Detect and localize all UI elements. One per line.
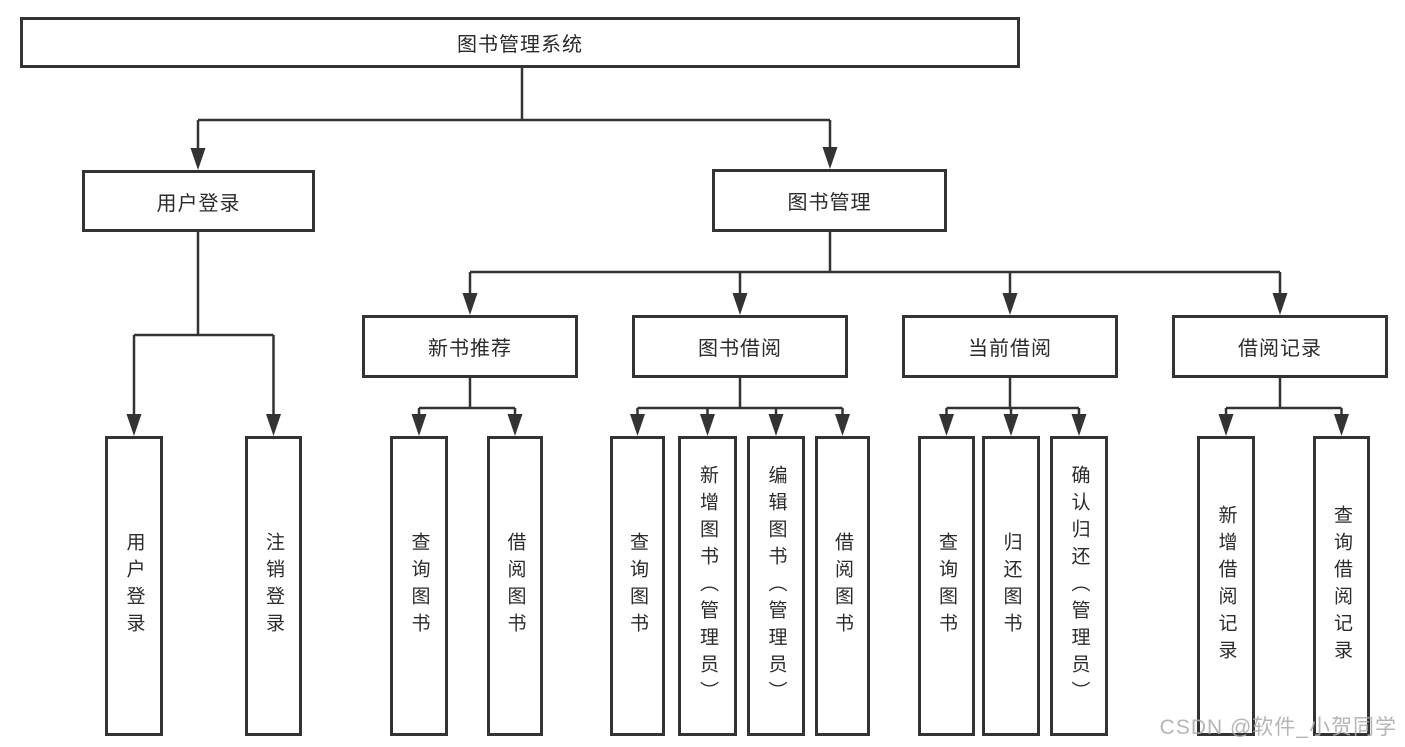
- leaf-label: 归还图书: [1000, 532, 1022, 640]
- leaf-label: 借阅图书: [504, 532, 526, 640]
- leaf-edit-books-admin: 编辑图书（管理员）: [747, 436, 805, 736]
- leaf-label: 注销登录: [263, 532, 284, 640]
- leaf-label: 查询图书: [627, 532, 648, 640]
- node-current-borrow: 当前借阅: [902, 315, 1118, 378]
- node-label: 当前借阅: [968, 338, 1052, 360]
- leaf-query-books-recommend: 查询图书: [390, 436, 448, 736]
- node-borrow-records: 借阅记录: [1172, 315, 1388, 378]
- node-label: 图书管理系统: [457, 34, 583, 56]
- node-label: 图书借阅: [698, 338, 782, 360]
- leaf-logout: 注销登录: [245, 436, 302, 736]
- leaf-label: 查询图书: [936, 532, 957, 640]
- node-user-login: 用户登录: [82, 170, 315, 232]
- leaf-borrow-books: 借阅图书: [815, 436, 870, 736]
- csdn-watermark: CSDN @软件_小贺同学: [1159, 716, 1397, 739]
- node-book-management: 图书管理: [712, 169, 947, 232]
- leaf-label: 借阅图书: [832, 532, 853, 640]
- leaf-borrow-books-recommend: 借阅图书: [487, 436, 543, 736]
- leaf-add-books-admin: 新增图书（管理员）: [678, 436, 737, 736]
- leaf-query-borrow-record: 查询借阅记录: [1313, 436, 1370, 736]
- leaf-add-borrow-record: 新增借阅记录: [1197, 436, 1255, 736]
- leaf-label: 新增图书（管理员）: [697, 464, 718, 708]
- node-label: 用户登录: [156, 192, 241, 215]
- leaf-query-books-borrow: 查询图书: [610, 436, 665, 736]
- leaf-user-login: 用户登录: [105, 436, 163, 736]
- leaf-label: 编辑图书（管理员）: [765, 464, 787, 708]
- leaf-label: 查询图书: [408, 532, 430, 640]
- leaf-label: 查询借阅记录: [1331, 505, 1352, 667]
- leaf-confirm-return-admin: 确认归还（管理员）: [1050, 436, 1108, 736]
- leaf-label: 用户登录: [123, 532, 145, 640]
- leaf-label: 新增借阅记录: [1215, 505, 1237, 667]
- leaf-label: 确认归还（管理员）: [1068, 464, 1090, 708]
- arrowheads: [126, 147, 1349, 436]
- node-label: 新书推荐: [428, 338, 512, 360]
- node-label: 图书管理: [787, 192, 872, 214]
- node-book-borrow: 图书借阅: [632, 315, 848, 378]
- node-new-book-recommend: 新书推荐: [362, 315, 578, 378]
- node-label: 借阅记录: [1238, 338, 1322, 360]
- leaf-return-books: 归还图书: [982, 436, 1040, 736]
- node-library-management-system: 图书管理系统: [20, 17, 1020, 68]
- leaf-query-books-current: 查询图书: [918, 436, 975, 736]
